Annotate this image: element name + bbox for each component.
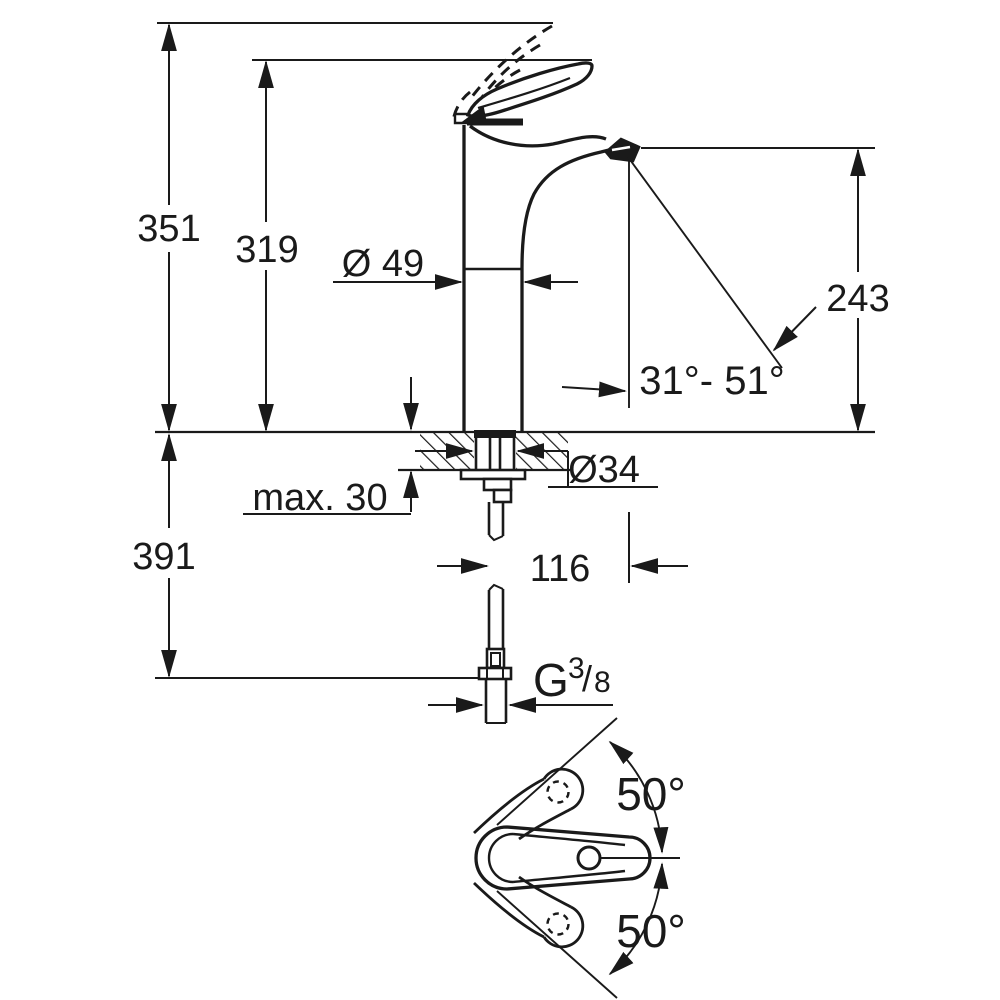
dim-height-open-handle: 351 [137,22,553,432]
hose-break-top [488,534,504,542]
angle-leader-to-stream [772,306,817,352]
dim-label-50-upper: 50° [616,768,686,820]
handle-lever-inner-line [477,76,571,110]
thread-denominator: 8 [594,666,611,699]
dim-label-50-lower: 50° [616,905,686,957]
side-view-faucet [451,24,783,431]
thread-numerator: 3 [568,652,585,685]
aerator-highlight [611,145,631,152]
stream-reference-lines [627,156,783,408]
thread-slash: / [582,658,592,699]
dim-label-243: 243 [826,278,889,320]
dim-label-351: 351 [137,208,200,250]
swivel-arc-upper [608,740,669,854]
aerator-block [604,137,641,163]
body-right-edge-and-spout-underside [520,148,610,431]
cartridge-cap-step [453,112,467,125]
swivel-angle-lines [496,717,680,999]
handle-dome-and-spout-top [469,124,607,148]
swivel-axis-upper [496,717,618,826]
stream-angled-line [627,156,783,369]
thread-letter: G [533,654,569,706]
shank-top-band [474,430,516,438]
dim-label-angle-range: 31°- 51° [639,359,784,403]
drawing-lines: 351 319 Ø 49 243 31°- 51° [132,22,890,999]
dim-label-dia49: Ø 49 [342,243,424,285]
dim-body-diameter: Ø 49 [333,243,578,290]
dim-spout-angle: 31°- 51° [561,306,817,403]
fitting-step-upper [482,477,513,492]
dim-deck-thickness: max. 30 [243,377,419,519]
dim-label-319: 319 [235,229,298,271]
shank-and-hose [459,430,527,724]
handle-rotated-lower [473,875,585,949]
dim-spout-height: 243 [641,147,890,432]
swivel-axis-lower [496,890,618,999]
dim-label-391: 391 [132,536,195,578]
swivel-arc-lower [608,862,669,976]
dim-label-116: 116 [530,548,591,590]
dim-spout-distance: 116 [437,512,688,590]
dim-label-max30: max. 30 [252,477,387,519]
dim-hole-diameter: Ø34 [415,443,658,491]
dim-label-dia34: Ø34 [568,449,640,491]
leader-line [548,451,658,488]
dim-thread-size: G 3 / 8 [428,652,613,713]
dim-under-deck-length: 391 [132,433,478,679]
fitting-step-lower [492,488,513,504]
hose-break-bottom [488,583,504,591]
dim-height-closed-handle: 319 [235,59,592,432]
top-view-handle: 50° 50° [473,717,686,999]
handle-rotated-upper [473,767,585,841]
hose-end-fitting-detail [490,652,501,667]
hex-nut [477,666,513,681]
locknut-flange [459,468,527,481]
angle-arrow-to-vertical [561,381,627,398]
